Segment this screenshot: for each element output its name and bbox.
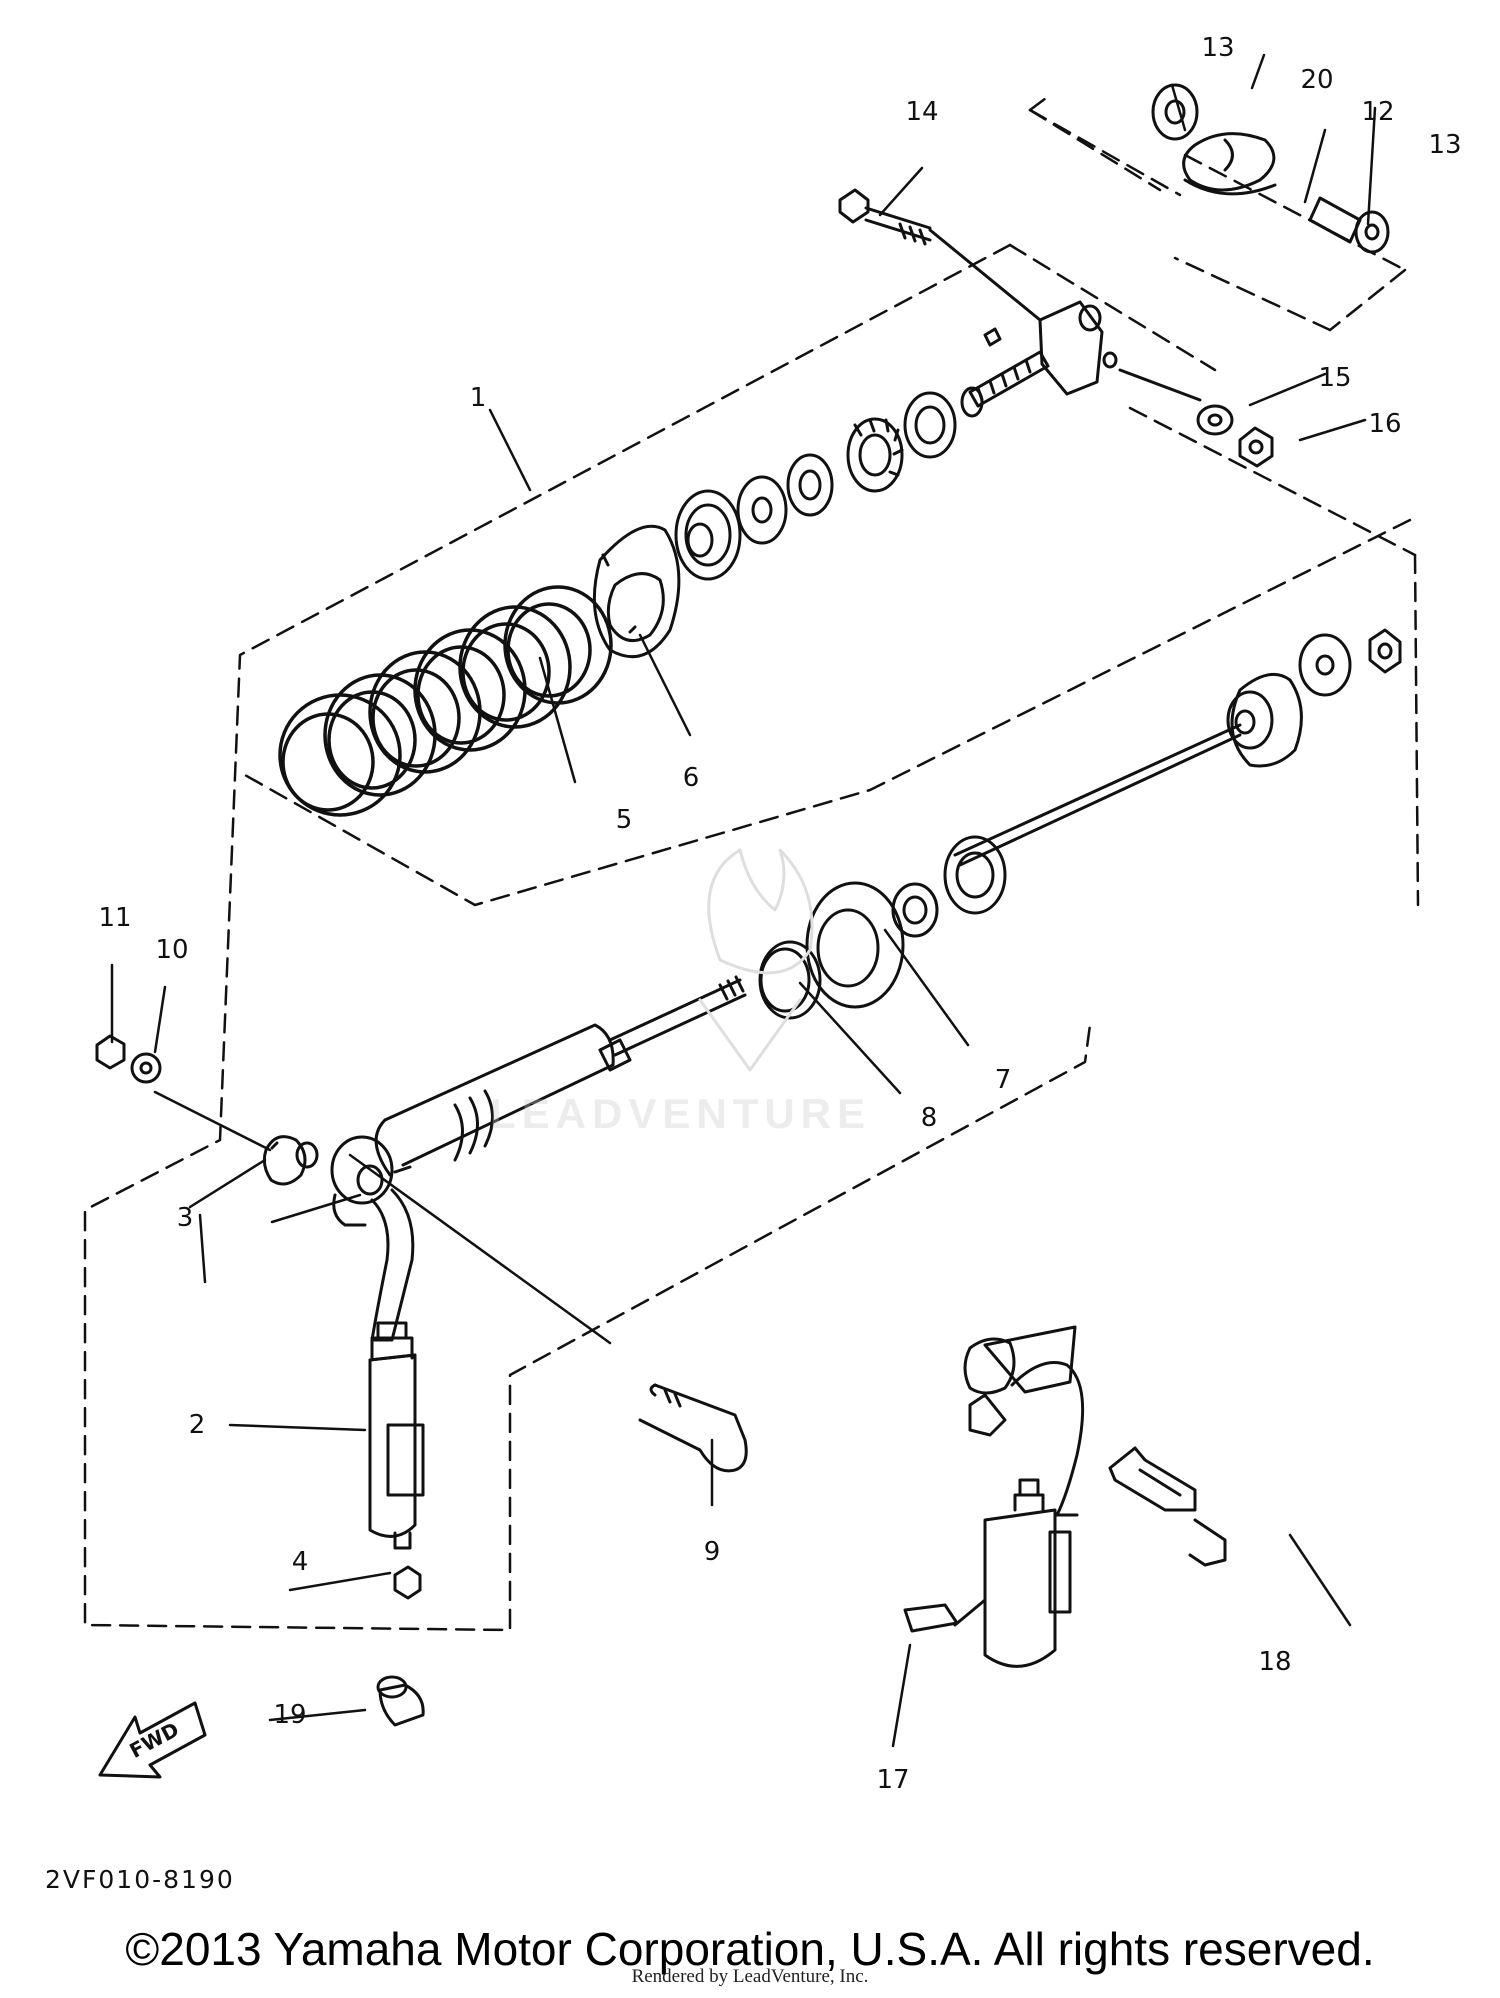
callout-3: 3 — [176, 1203, 194, 1233]
callout-18: 18 — [1258, 1647, 1292, 1677]
callout-9: 9 — [703, 1537, 721, 1567]
callout-14: 14 — [905, 97, 939, 127]
damper-body — [95, 975, 747, 1342]
bump-stop-parts — [758, 628, 1402, 1020]
callout-15: 15 — [1318, 363, 1352, 393]
fwd-arrow-icon — [98, 1701, 207, 1779]
callout-11: 11 — [98, 903, 132, 933]
callout-19: 19 — [273, 1700, 307, 1730]
callout-10: 10 — [155, 935, 189, 965]
callout-17: 17 — [876, 1765, 910, 1795]
watermark-logo — [698, 848, 814, 1072]
callout-8: 8 — [920, 1103, 938, 1133]
assembly-group-outlines — [83, 93, 1420, 1632]
callout-6: 6 — [682, 763, 700, 793]
callout-12: 12 — [1361, 97, 1395, 127]
callout-4: 4 — [291, 1547, 309, 1577]
callout-1: 1 — [469, 383, 487, 413]
leader-lines — [110, 53, 1377, 1748]
callout-5: 5 — [615, 805, 633, 835]
callout-2: 2 — [188, 1410, 206, 1440]
callout-20: 20 — [1300, 65, 1334, 95]
watermark-text: LEADVENTURE — [490, 1090, 872, 1137]
remote-reservoir-parts — [903, 1325, 1227, 1668]
coil-spring — [278, 585, 613, 817]
callout-13-left: 13 — [1201, 33, 1235, 63]
callout-16: 16 — [1368, 409, 1402, 439]
adjuster-stack — [592, 391, 957, 659]
upper-mount-parts — [838, 83, 1390, 468]
rendered-by-credit: Rendered by LeadVenture, Inc. — [631, 1966, 869, 1987]
callout-13-right: 13 — [1428, 130, 1462, 160]
copyright-notice: ©2013 Yamaha Motor Corporation, U.S.A. A… — [125, 1923, 1375, 1975]
reservoir-parts — [368, 1321, 748, 1727]
callout-7: 7 — [994, 1065, 1012, 1095]
diagram-code: 2VF010-8190 — [45, 1865, 235, 1894]
